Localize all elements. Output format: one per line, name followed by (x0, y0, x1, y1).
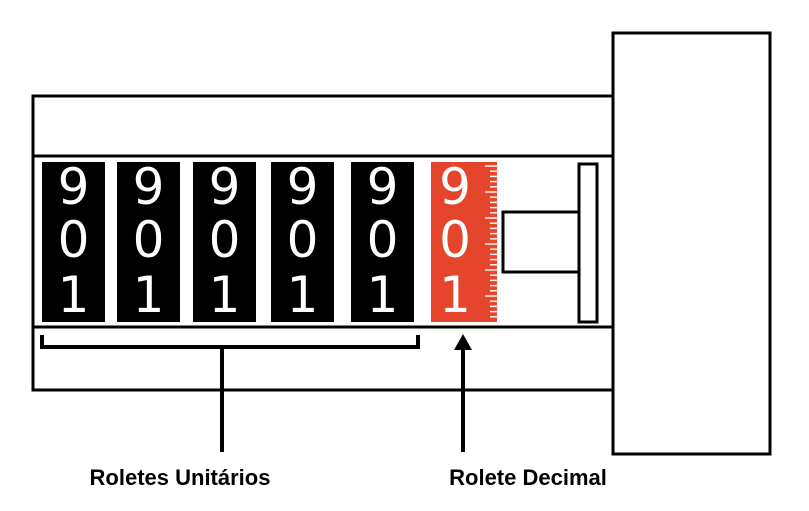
unit-rollers-label: Roletes Unitários (90, 465, 271, 490)
decimal-roller-label: Rolete Decimal (449, 465, 607, 490)
decimal-arrow-head (454, 334, 472, 350)
shaft (501, 210, 581, 274)
unit-roller (351, 162, 414, 322)
roller-digit: 9 (439, 158, 471, 216)
roller-digit: 1 (439, 266, 471, 324)
roller-digit: 9 (133, 158, 165, 216)
roller-digit: 0 (367, 211, 399, 269)
roller-digit: 0 (439, 211, 471, 269)
roller-digit: 9 (367, 158, 399, 216)
roller-digit: 1 (133, 266, 165, 324)
roller-digit: 0 (287, 211, 319, 269)
unit-roller (117, 162, 180, 322)
roller-digit: 1 (58, 266, 90, 324)
roller-digit: 9 (287, 158, 319, 216)
unit-rollers-bracket (40, 335, 420, 349)
roller-digit: 9 (58, 158, 90, 216)
roller-digit: 1 (287, 266, 319, 324)
end-cap-block (611, 31, 772, 456)
roller-digit: 0 (209, 211, 241, 269)
roller-digit: 1 (209, 266, 241, 324)
roller-digit: 9 (209, 158, 241, 216)
roller-digit: 1 (367, 266, 399, 324)
shaft-disc (577, 162, 599, 324)
unit-roller (193, 162, 256, 322)
roller-digit: 0 (133, 211, 165, 269)
roller-digit: 0 (58, 211, 90, 269)
unit-roller (271, 162, 334, 322)
unit-roller (42, 162, 105, 322)
